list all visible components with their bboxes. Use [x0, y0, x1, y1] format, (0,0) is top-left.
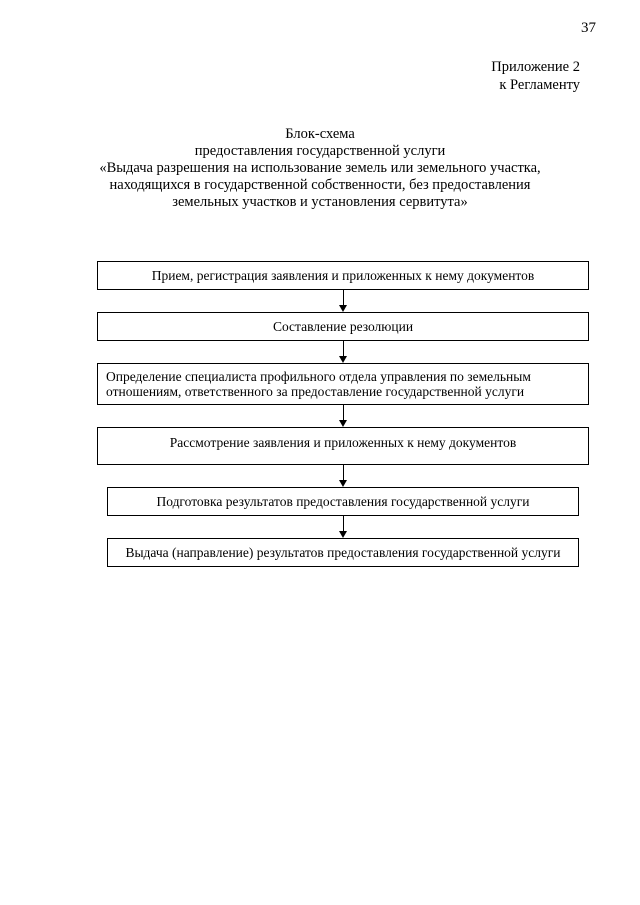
- flowchart: Прием, регистрация заявления и приложенн…: [97, 261, 589, 567]
- title-line-4: находящихся в государственной собственно…: [109, 177, 531, 193]
- arrow-down-icon: [338, 465, 348, 487]
- title-line-1: Блок-схема: [285, 126, 355, 142]
- annex-reference: Приложение 2 к Регламенту: [491, 58, 580, 94]
- arrow-down-icon: [338, 290, 348, 312]
- arrow-down-icon: [338, 516, 348, 538]
- flow-step-resolution: Составление резолюции: [97, 312, 589, 341]
- title-line-5: земельных участков и установления сервит…: [172, 194, 468, 210]
- arrow-down-icon: [338, 405, 348, 427]
- arrow-down-icon: [338, 341, 348, 363]
- document-title: Блок-схема предоставления государственно…: [40, 126, 600, 211]
- flow-step-review: Рассмотрение заявления и приложенных к н…: [97, 427, 589, 465]
- title-line-2: предоставления государственной услуги: [194, 143, 446, 159]
- flow-step-results-issuance: Выдача (направление) результатов предост…: [107, 538, 579, 567]
- annex-line-1: Приложение 2: [491, 59, 580, 75]
- flow-step-specialist-assignment: Определение специалиста профильного отде…: [97, 363, 589, 405]
- title-line-3: «Выдача разрешения на использование земе…: [99, 160, 541, 176]
- annex-line-2: к Регламенту: [499, 77, 580, 93]
- page-number: 37: [581, 20, 596, 36]
- flow-step-reception: Прием, регистрация заявления и приложенн…: [97, 261, 589, 290]
- flow-step-results-preparation: Подготовка результатов предоставления го…: [107, 487, 579, 516]
